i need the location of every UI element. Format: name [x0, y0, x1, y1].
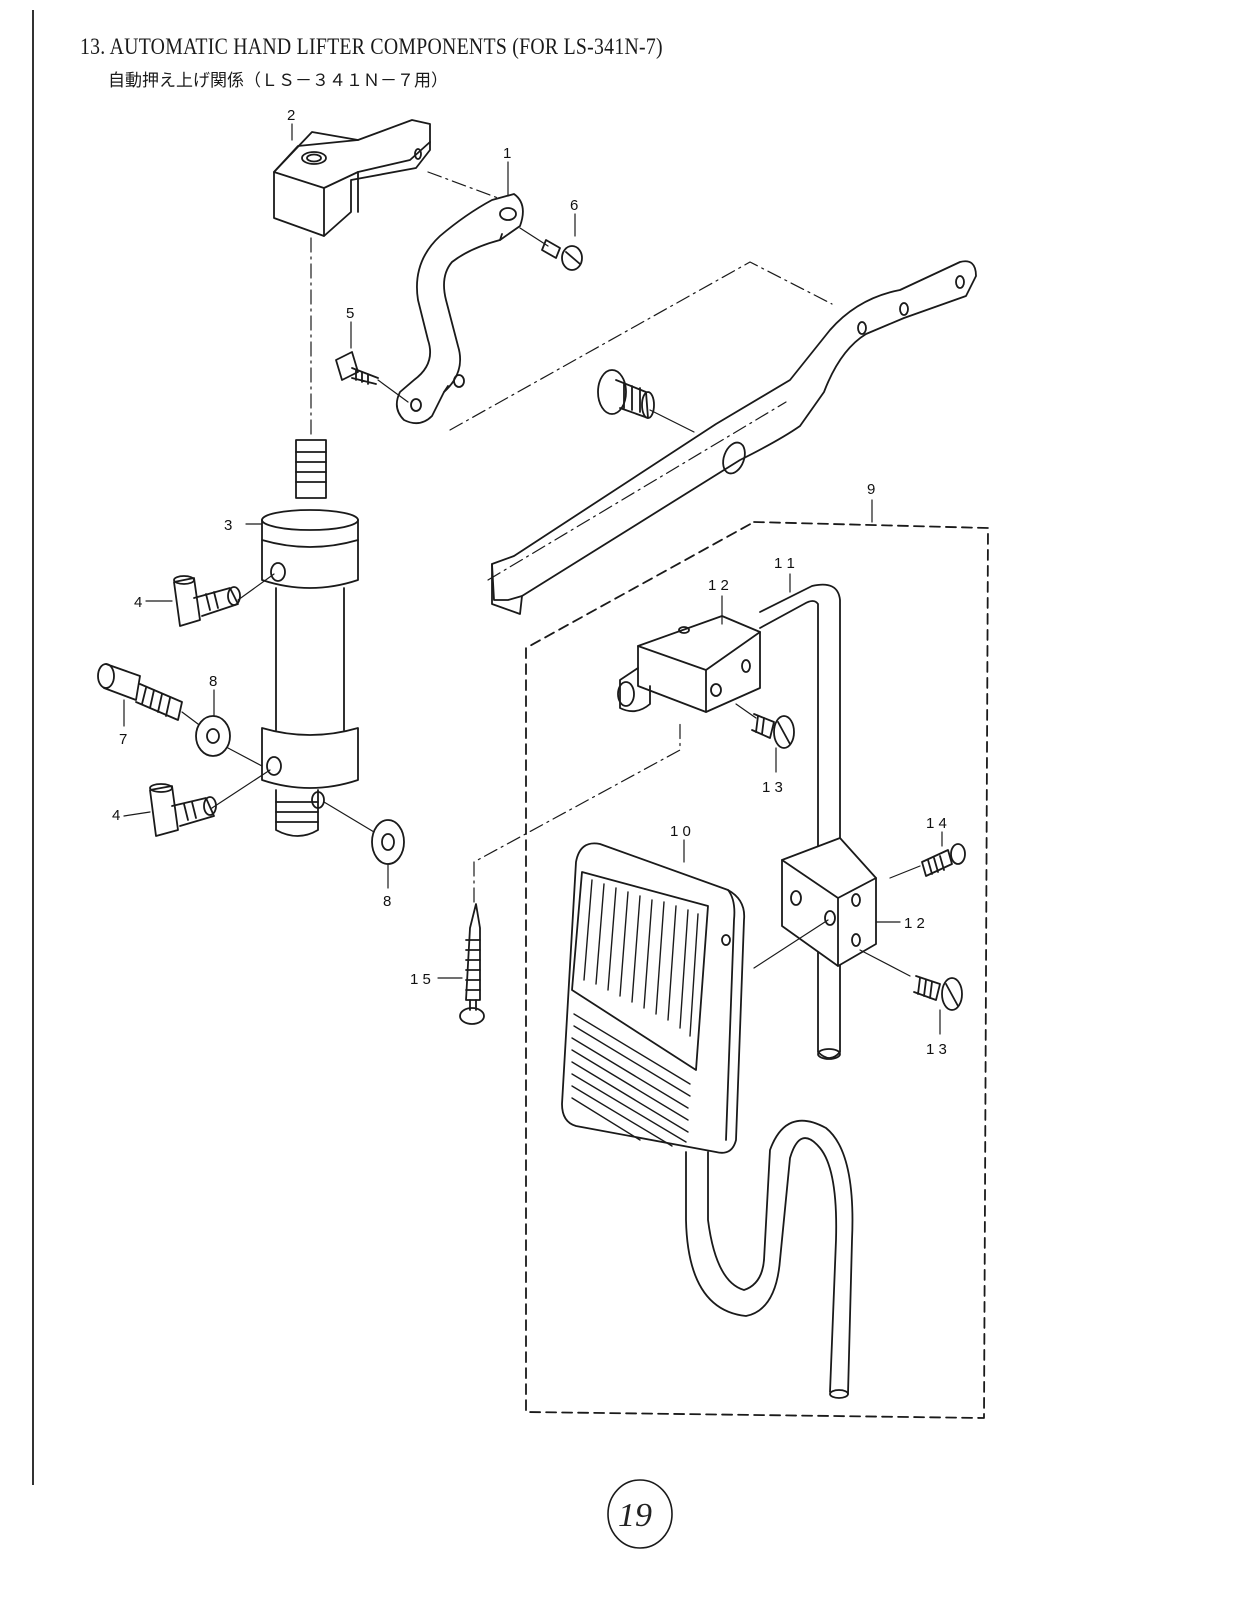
- callout-14: 1 4: [926, 815, 947, 832]
- part-10-foot-pedal: [561, 842, 854, 1399]
- callout-10: 1 0: [670, 823, 691, 840]
- pivot-stud: [597, 369, 655, 419]
- page-subtitle-japanese: 自動押え上げ関係（ＬＳ－３４１Ｎ－７用）: [108, 71, 448, 91]
- part-7-bolt: [97, 663, 183, 721]
- margin-line: [32, 10, 34, 1485]
- part-5-screw: [335, 351, 379, 385]
- callout-7: 7: [119, 731, 127, 748]
- callout-5: 5: [346, 305, 354, 322]
- callout-4-upper: 4: [134, 594, 142, 611]
- part-6-screw: [541, 239, 583, 271]
- part-8-washer-upper: [195, 715, 231, 757]
- part-1-bracket: [395, 193, 524, 425]
- callout-8-upper: 8: [209, 673, 217, 690]
- callout-13-upper: 1 3: [762, 779, 783, 796]
- part-11-rod: [759, 583, 841, 1060]
- leader-lines: [123, 123, 943, 1035]
- part-4-fitting-upper: [173, 575, 241, 627]
- callout-6: 6: [570, 197, 578, 214]
- callout-12-upper: 1 2: [708, 577, 729, 594]
- callout-2: 2: [287, 107, 295, 124]
- callout-11: 1 1: [774, 555, 795, 572]
- reference-lines: [310, 171, 833, 903]
- part-2-block: [273, 119, 431, 237]
- callout-9: 9: [867, 481, 875, 498]
- callout-8-lower: 8: [383, 893, 391, 910]
- callout-15: 1 5: [410, 971, 431, 988]
- part-15-wood-screw: [459, 903, 485, 1025]
- part-8-washer-lower: [371, 819, 405, 865]
- part-13-screw-lower: [913, 975, 963, 1011]
- page-number-handwritten: 19: [607, 1479, 673, 1549]
- page-title: 13. AUTOMATIC HAND LIFTER COMPONENTS (FO…: [80, 34, 663, 59]
- part-lever-arm: [491, 260, 977, 615]
- callout-4-lower: 4: [112, 807, 120, 824]
- part-12-block-upper: [617, 615, 761, 713]
- callout-13-lower: 1 3: [926, 1041, 947, 1058]
- part-4-fitting-lower: [149, 783, 217, 837]
- part-9-assembly-boundary: [525, 521, 989, 1419]
- part-14-screw: [921, 843, 966, 877]
- page-number: 19: [618, 1497, 652, 1534]
- part-3-cylinder: [261, 439, 359, 837]
- callout-3: 3: [224, 517, 232, 534]
- part-13-screw-upper: [751, 713, 795, 749]
- part-12-block-lower: [781, 837, 877, 967]
- callout-12-lower: 1 2: [904, 915, 925, 932]
- callout-1: 1: [503, 145, 511, 162]
